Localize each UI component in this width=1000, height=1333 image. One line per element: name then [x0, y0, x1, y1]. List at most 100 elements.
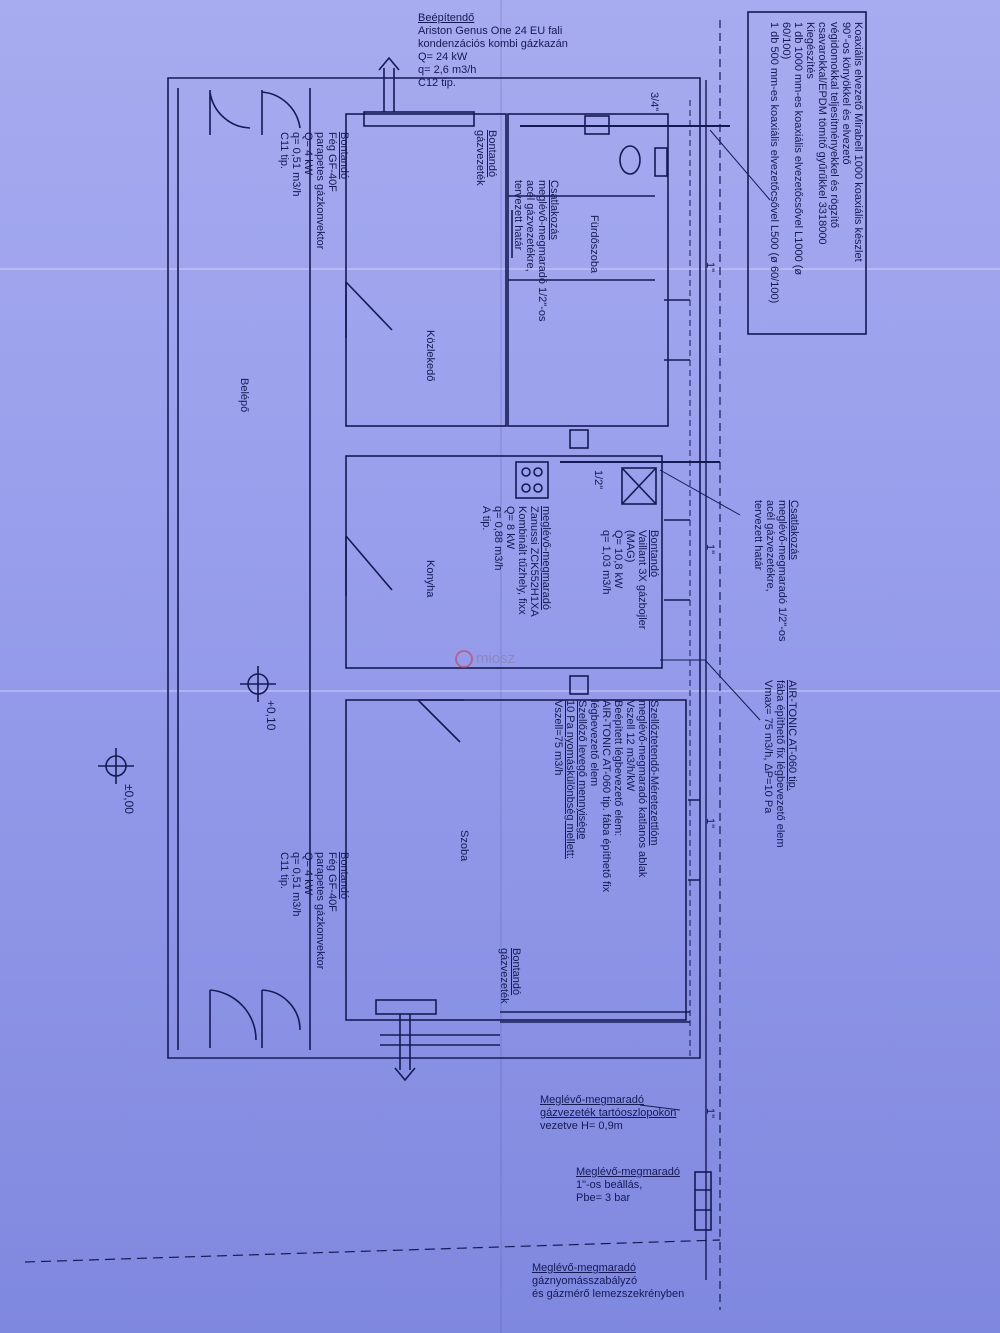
flue-arrow-bottom [394, 1014, 416, 1082]
note-line: fába építhető fix légbevezető elem [774, 680, 786, 848]
furdoszoba-room [507, 113, 669, 427]
note-line: AIR-TONIC AT-060 tip. fába építhető fix [600, 700, 612, 893]
regulator-note: Meglévő-megmaradó gáznyomásszabályzó és … [532, 1262, 684, 1301]
note-line: Pbe= 3 bar [576, 1192, 631, 1204]
note-line: csavarokkal/EPDM tömítő gyűrűkkel 331800… [816, 22, 828, 245]
note-line: C11 tip. [278, 852, 290, 890]
room-vent-note: Szellőztetendő-Méretezettlóm meglévő-meg… [552, 700, 660, 892]
room-label-szoba: Szoba [458, 830, 470, 862]
note-line: meglévő-megmaradó 1/2"-os [776, 500, 788, 642]
gas-pipe-note-bottom: Bontandó gázvezeték [498, 948, 522, 1004]
note-line: Bontandó [648, 530, 660, 578]
entrance-door [209, 989, 257, 1048]
note-line: végidomokkal teljesítményekkel és rögzít… [828, 22, 840, 229]
note-line: Q= 4 kW [302, 132, 314, 176]
note-line: légbevezető elem [588, 700, 600, 787]
entrance-door [261, 989, 301, 1048]
note-line: Ariston Genus One 24 EU fali [418, 25, 563, 37]
gas-valve [694, 1171, 712, 1231]
note-line: 60/100) [780, 22, 792, 60]
note-line: Meglévő-megmaradó [540, 1094, 644, 1106]
room-label-belepo: Belépő [238, 378, 250, 413]
note-line: Bontandó [338, 132, 350, 180]
note-line: és gázmérő lemezszekrényben [532, 1288, 685, 1300]
window [500, 1011, 690, 1023]
paper-fold [0, 268, 1000, 270]
note-line: parapetes gázkonvektor [314, 852, 326, 970]
entrance-door [209, 90, 251, 135]
watermark-logo-icon [455, 650, 473, 669]
note-line: tervezett határ [752, 500, 764, 571]
leader-line [639, 1104, 681, 1111]
note-line: Vszell=75 m3/h [552, 700, 564, 776]
leader-line [659, 469, 741, 516]
outer-wall [167, 77, 701, 1059]
window [380, 1034, 500, 1046]
note-line: parapetes gázkonvektor [314, 132, 326, 250]
pipe-size-label: 1" [704, 262, 716, 273]
paper-fold [500, 0, 502, 1333]
note-line: Beépítendő [418, 12, 475, 24]
note-line: Vaillant 3X gázbojler [636, 530, 648, 630]
note-line: AIR-TONIC AT-060 tip. [786, 680, 798, 791]
pipe-size-label: 3/4" [648, 92, 660, 112]
note-line: Zanussi ZCK552H1XA [528, 506, 540, 617]
bathroom-partition [508, 195, 655, 281]
valve-note: Meglévő-megmaradó 1"-os beállás, Pbe= 3 … [576, 1166, 680, 1205]
fixture [569, 675, 589, 695]
note-line: Fég GF-40F [326, 852, 338, 912]
connection-note-top: Csatlakozás meglévő-megmaradó 1/2"-os ac… [512, 180, 560, 321]
note-line: q= 0,51 m3/h [290, 852, 302, 917]
pipe-size-label: 1/2" [592, 470, 604, 490]
level-lower: ±0,00 [122, 784, 136, 814]
connection-note-right: Csatlakozás meglévő-megmaradó 1/2"-os ac… [752, 500, 800, 641]
note-line: Szellőző levegő mennyisége [576, 700, 588, 840]
note-line: Fég GF-40F [326, 132, 338, 192]
leader-line [660, 659, 761, 721]
note-line: C11 tip. [278, 132, 290, 170]
stove [515, 461, 549, 499]
note-line: q= 0,88 m3/h [492, 506, 504, 571]
water-heater-note: Bontandó Vaillant 3X gázbojler (MAG) Q= … [600, 530, 660, 629]
paper-fold [0, 690, 1000, 692]
room-label-furdoszoba: Fürdőszoba [588, 215, 600, 274]
note-line: A tip. [480, 506, 492, 531]
note-line: Csatlakozás [548, 180, 560, 240]
boundary-line [24, 1239, 721, 1263]
watermark: miosz [455, 650, 515, 669]
note-line: gáznyomásszabályzó [532, 1275, 638, 1287]
note-line: Kiegészítés [804, 22, 816, 79]
convector-bottom [375, 999, 437, 1015]
pipe-size-label: 1" [704, 818, 716, 829]
note-line: Q= 4 kW [302, 852, 314, 896]
room-label-kozlekedo: Közlekedő [424, 330, 436, 382]
note-line: kondenzációs kombi gázkazán [418, 38, 568, 50]
note-line: acél gázvezetékre, [524, 180, 536, 272]
note-line: Beépített légbevezető elem: [612, 700, 624, 837]
door [345, 535, 393, 596]
gas-pipe-note-top: Bontandó gázvezeték [474, 130, 498, 186]
tank [654, 147, 668, 177]
note-line: C12 tip. [418, 77, 456, 89]
note-line: Bontandó [486, 130, 498, 178]
note-line: Q= 8 kW [504, 506, 516, 550]
szoba-room [345, 699, 687, 1021]
note-line: vezetve H= 0,9m [540, 1120, 623, 1132]
note-line: 10 Pa nyomáskülönbség mellett: [564, 700, 576, 859]
pipe-size-label: 1" [704, 1108, 716, 1119]
stove-note: meglévő-megmaradó Zanussi ZCK552H1XA Kom… [480, 506, 552, 617]
note-line: Bontandó [510, 948, 522, 996]
note-line: Meglévő-megmaradó [532, 1262, 636, 1274]
note-line: Meglévő-megmaradó [576, 1166, 680, 1178]
vent-note: AIR-TONIC AT-060 tip. fába építhető fix … [762, 680, 798, 848]
note-line: acél gázvezetékre, [764, 500, 776, 592]
note-line: 1 db 1000 mm-es koaxiális elvezetőcsővel… [792, 22, 804, 276]
note-line: tervezett határ [512, 180, 524, 251]
note-line: q= 2,6 m3/h [418, 64, 477, 76]
fixture [569, 429, 589, 449]
convector-note-top: Bontandó Fég GF-40F parapetes gázkonvekt… [278, 132, 350, 249]
note-line: Kombinált tűzhely, fixx [516, 506, 528, 615]
convector-top [363, 111, 475, 127]
